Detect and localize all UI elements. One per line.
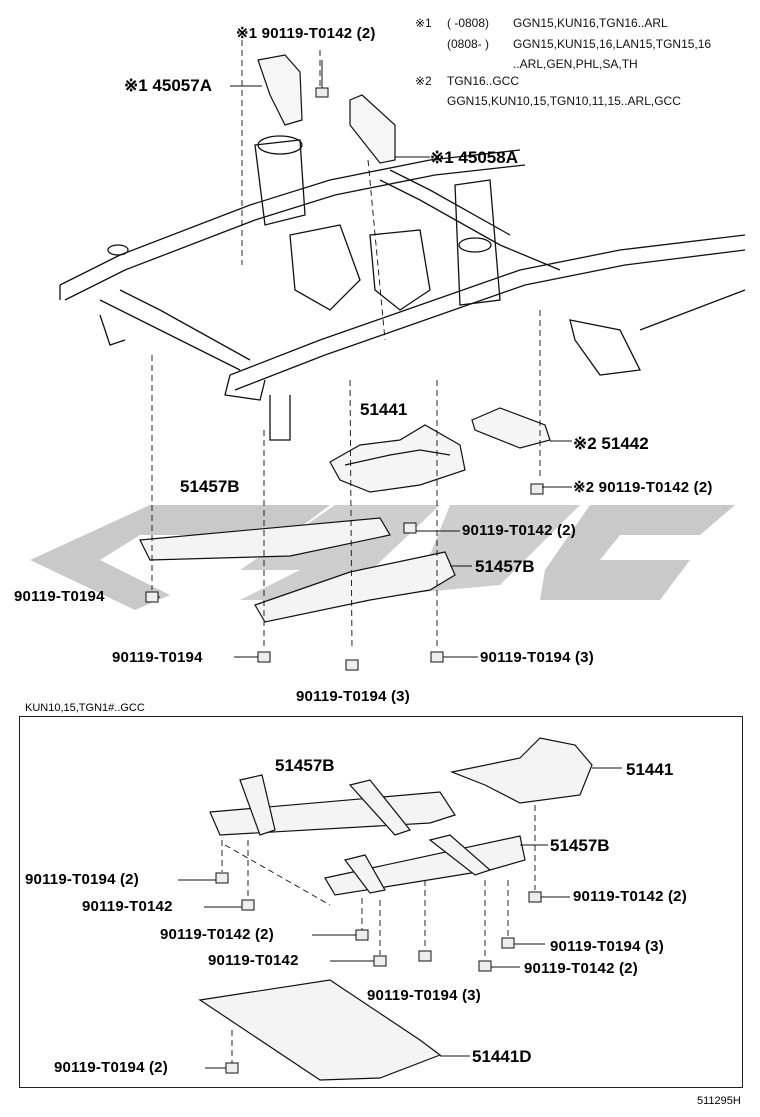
detail-label-bolt-g[interactable]: 90119-T0194 (3): [550, 938, 664, 955]
bolt-drawing-top: [315, 60, 329, 98]
detail-assembly-lines: [221, 805, 536, 1063]
plate-51442-drawing: [471, 407, 551, 449]
vehicle-frame: [59, 135, 746, 441]
figure-code: 511295H: [697, 1095, 741, 1107]
detail-label-crossmember-left[interactable]: 51457B: [275, 756, 335, 775]
detail-bolt-markers: [215, 872, 542, 1074]
note1-marker: ※1: [415, 16, 432, 30]
label-bolt-top[interactable]: ※1 90119-T0142 (2): [236, 25, 376, 42]
label-crossmember-left[interactable]: 51457B: [180, 477, 240, 496]
detail-label-skid-plate[interactable]: 51441D: [472, 1047, 532, 1066]
note2-line2: GGN15,KUN10,15,TGN10,11,15..ARL,GCC: [447, 94, 681, 108]
bolt-markers-upper: [145, 483, 544, 671]
note2-marker: ※2: [415, 74, 432, 88]
detail-label-bolt-b[interactable]: 90119-T0142: [82, 898, 173, 915]
note1-line2-range: (0808- ): [447, 37, 490, 51]
detail-label-bolt-e[interactable]: 90119-T0194 (3): [367, 987, 481, 1004]
label-bolt-bottom[interactable]: 90119-T0194 (3): [296, 688, 410, 705]
detail-label-bolt-f[interactable]: 90119-T0142 (2): [573, 888, 687, 905]
label-plate-51442[interactable]: ※2 51442: [573, 434, 649, 453]
detail-box: [19, 716, 743, 1088]
label-bolt-left[interactable]: 90119-T0194: [112, 649, 203, 666]
detail-label-bolt-c[interactable]: 90119-T0142 (2): [160, 926, 274, 943]
detail-label-bolt-h[interactable]: 90119-T0142 (2): [524, 960, 638, 977]
label-bracket-45057a[interactable]: ※1 45057A: [124, 76, 212, 95]
bracket-45057a-drawing: [257, 54, 303, 126]
note1-line1-range: ( -0808): [447, 16, 490, 30]
assembly-lines-upper: [151, 40, 541, 651]
note2-line1: TGN16..GCC: [447, 74, 520, 88]
detail-label-cover[interactable]: 51441: [626, 760, 674, 779]
detail-leader-lines: [178, 767, 622, 1069]
cover-51441-upper-drawing: [329, 424, 466, 493]
note1-line1-models: GGN15,KUN16,TGN16..ARL: [513, 16, 668, 30]
label-bracket-45058a[interactable]: ※1 45058A: [430, 148, 518, 167]
detail-label-bolt-i[interactable]: 90119-T0194 (2): [54, 1059, 168, 1076]
note1-line3: ..ARL,GEN,PHL,SA,TH: [513, 57, 638, 71]
detail-label-bolt-a[interactable]: 90119-T0194 (2): [25, 871, 139, 888]
label-cover-51441[interactable]: 51441: [360, 400, 408, 419]
label-crossmember-right[interactable]: 51457B: [475, 557, 535, 576]
detail-label-bolt-d[interactable]: 90119-T0142: [208, 952, 299, 969]
detail-drawings: [198, 737, 593, 1081]
leader-lines-upper: [158, 85, 572, 658]
detail-caption: KUN10,15,TGN1#..GCC: [25, 702, 145, 714]
detail-label-crossmember-right[interactable]: 51457B: [550, 836, 610, 855]
note1-line2-models: GGN15,KUN15,16,LAN15,TGN15,16: [513, 37, 712, 51]
label-bolt-right[interactable]: ※2 90119-T0142 (2): [573, 479, 713, 496]
bracket-45058a-drawing: [349, 94, 396, 164]
label-bolt-far-left[interactable]: 90119-T0194: [14, 588, 105, 605]
label-bolt-right-lower[interactable]: 90119-T0194 (3): [480, 649, 594, 666]
label-bolt-center[interactable]: 90119-T0142 (2): [462, 522, 576, 539]
crossmember-51457b-upper-drawing: [139, 517, 456, 623]
